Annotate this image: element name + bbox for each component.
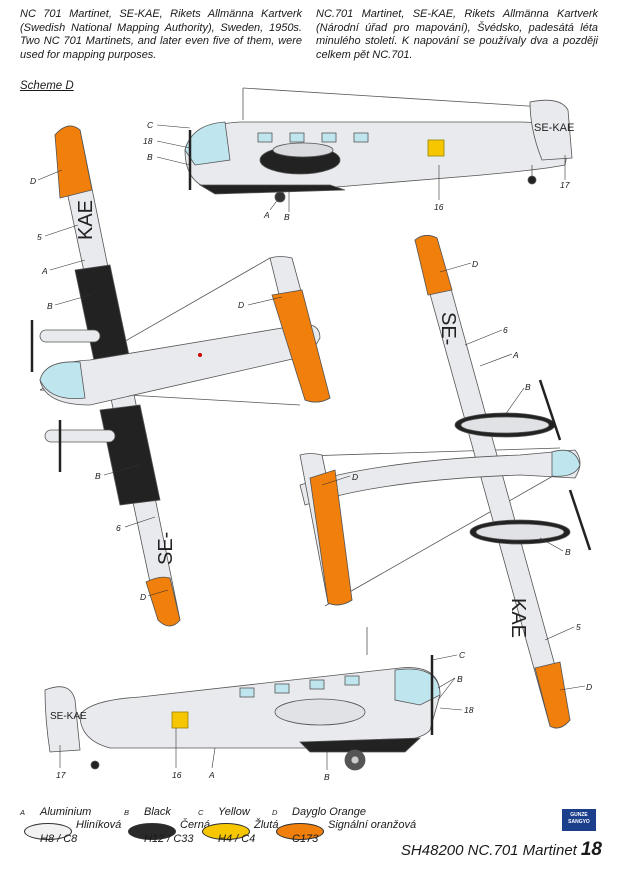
legend-swatch	[128, 823, 176, 840]
legend-key: A	[20, 808, 26, 817]
legend-code: H8 / C8	[40, 833, 78, 845]
callout-a-left: A	[41, 266, 48, 276]
side-view-top	[184, 87, 573, 203]
callout-d-left-3: D	[140, 592, 146, 602]
callout-a-bottom: A	[208, 770, 215, 780]
callout-16-bottom: 16	[172, 770, 182, 780]
callout-b-top: B	[147, 152, 153, 162]
legend-swatch	[276, 823, 324, 840]
legend-name-en: Aluminium	[40, 806, 92, 818]
legend-yellow: C Yellow Žlutá H4 / C4	[198, 806, 298, 866]
callout-5-right: 5	[576, 622, 581, 632]
legend-swatch	[202, 823, 250, 840]
tail-registration-bottom: SE-KAE	[50, 711, 87, 722]
legend-name-en: Yellow	[218, 806, 250, 818]
callout-a-top: A	[263, 210, 270, 220]
callout-b-right-1: B	[525, 382, 531, 392]
callout-17-top: 17	[560, 180, 570, 190]
callout-6-left: 6	[116, 523, 121, 533]
page-number: 18	[580, 839, 602, 860]
legend-key: C	[198, 808, 204, 817]
footer-title: SH48200 NC.701 Martinet	[400, 842, 577, 859]
callout-b-bottom-2: B	[324, 772, 330, 782]
legend-name-cz: Signální oranžová	[328, 819, 417, 831]
wing-registration-right-lower: KAE	[507, 598, 529, 638]
tail-registration: SE-KAE	[534, 122, 574, 134]
legend-code: H4 / C4	[218, 833, 256, 845]
callout-c-bottom: C	[459, 650, 466, 660]
legend-code: C173	[292, 833, 319, 845]
logo-line-2: SANGYO	[568, 819, 590, 825]
legend-name-cz: Žlutá	[254, 819, 279, 831]
callout-d-right-2: D	[352, 472, 358, 482]
legend-key: D	[272, 808, 278, 817]
callout-a-right: A	[512, 350, 519, 360]
intro-english: NC 701 Martinet, SE-KAE, Rikets Allmänna…	[20, 8, 302, 61]
plan-view-right	[299, 235, 592, 729]
legend-black: B Black Černá H12 / C33	[124, 806, 224, 866]
callout-16-top: 16	[434, 202, 444, 212]
legend-name-en: Dayglo Orange	[292, 806, 366, 818]
plan-view-left	[30, 125, 331, 627]
callout-d-right-1: D	[472, 259, 478, 269]
wing-registration-right-upper: SE-	[437, 312, 459, 345]
callout-b-right-2: B	[565, 547, 571, 557]
callout-b-bottom-1: B	[457, 674, 463, 684]
callout-leaders	[37, 124, 586, 770]
wing-registration-left-upper: KAE	[75, 200, 97, 240]
wing-registration-left-lower: SE-	[155, 532, 177, 565]
side-view-bottom	[44, 627, 441, 771]
callout-b-left-1: B	[47, 301, 53, 311]
scheme-label: Scheme D	[20, 80, 74, 92]
legend-swatch	[24, 823, 72, 840]
legend-key: B	[124, 808, 130, 817]
legend-code: H12 / C33	[144, 833, 194, 845]
callout-5-left: 5	[37, 232, 42, 242]
logo-line-1: GUNZE	[570, 812, 588, 818]
callout-17-bottom: 17	[56, 770, 66, 780]
legend-name-en: Black	[144, 806, 171, 818]
callout-6-right: 6	[503, 325, 508, 335]
callout-b-top-2: B	[284, 212, 290, 222]
intro-czech: NC.701 Martinet, SE-KAE, Rikets Allmänna…	[316, 8, 598, 61]
callout-d-left-1: D	[30, 176, 36, 186]
legend-aluminium: A Aluminium Hliníková H8 / C8	[20, 806, 122, 866]
callout-c-top: C	[147, 120, 154, 130]
callout-d-left-2: D	[238, 300, 244, 310]
callout-b-left-2: B	[95, 471, 101, 481]
callout-d-right-3: D	[586, 682, 592, 692]
legend-orange: D Dayglo Orange Signální oranžová C173	[272, 806, 422, 866]
callout-18-bottom: 18	[464, 705, 474, 715]
legend-name-cz: Hliníková	[76, 819, 122, 831]
gunze-sangyo-logo: GUNZE SANGYO	[562, 809, 596, 831]
callout-18-top: 18	[143, 136, 153, 146]
